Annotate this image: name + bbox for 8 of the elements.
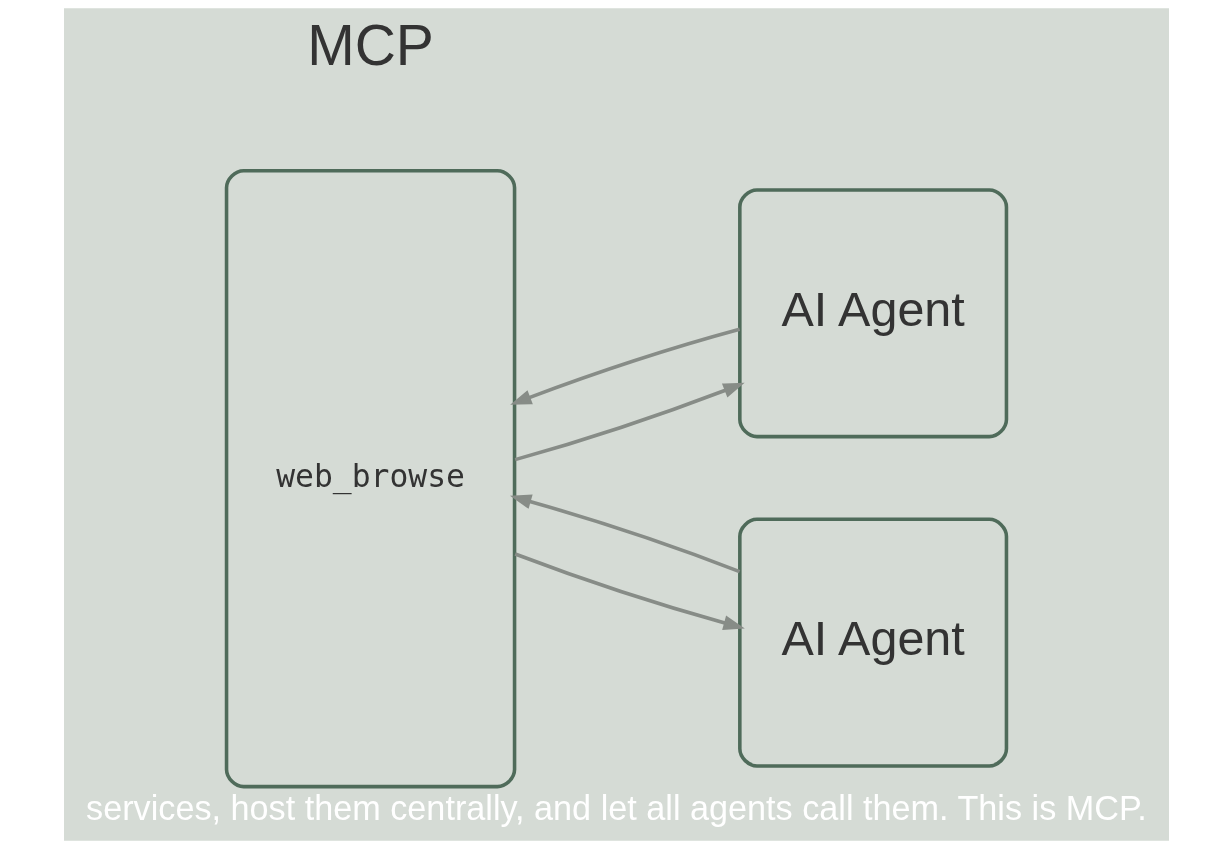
node-box: web_browse — [224, 168, 516, 789]
arrow — [514, 382, 745, 462]
arrow — [509, 327, 740, 405]
label: MCP — [306, 13, 434, 78]
arrow — [514, 552, 745, 631]
node-box: AI Agent — [737, 517, 1008, 768]
node-box: AI Agent — [737, 188, 1008, 439]
arrow — [509, 494, 740, 574]
